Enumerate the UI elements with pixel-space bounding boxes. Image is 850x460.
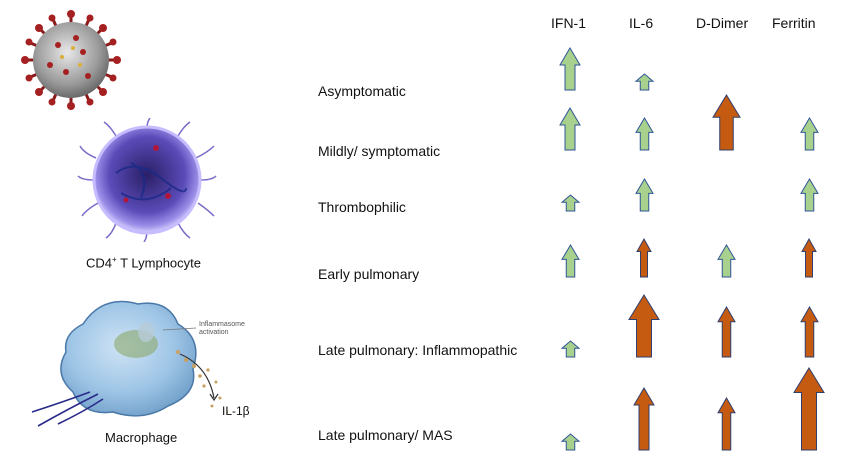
stage-label-asymptomatic: Asymptomatic bbox=[318, 83, 406, 99]
stage-label-thrombophilic: Thrombophilic bbox=[318, 199, 406, 215]
arrow-d-dimer-row-6-orange-up-icon bbox=[716, 396, 736, 451]
arrow-d-dimer-row-5-orange-up-icon bbox=[716, 305, 736, 358]
arrow-ifn1-row-6-green-up-icon bbox=[560, 433, 580, 451]
column-header-d-dimer: D-Dimer bbox=[696, 15, 749, 31]
lymphocyte-caption-superscript: + bbox=[112, 255, 117, 264]
stage-label-late-pulmonary-inflammopathic: Late pulmonary: Inflammopathic bbox=[318, 342, 518, 358]
arrow-il6-row-6-orange-up-icon bbox=[633, 387, 655, 451]
arrow-ferritin-row-4-orange-up-icon bbox=[801, 237, 817, 278]
arrow-ferritin-row-6-orange-up-icon bbox=[793, 367, 825, 451]
arrow-il6-row-2-green-up-icon bbox=[634, 117, 654, 151]
inflammasome-label: Inflammasome activation bbox=[199, 321, 245, 337]
lymphocyte-caption-rest: T Lymphocyte bbox=[116, 255, 201, 271]
stage-label-mildly-symptomatic: Mildly/ symptomatic bbox=[318, 143, 441, 159]
coronavirus-icon bbox=[21, 10, 121, 110]
arrow-ifn1-row-5-green-up-icon bbox=[560, 340, 580, 358]
arrow-il6-row-4-orange-up-icon bbox=[636, 237, 652, 278]
arrow-d-dimer-row-2-orange-up-icon bbox=[711, 94, 741, 151]
arrow-ferritin-row-3-green-up-icon bbox=[799, 178, 819, 212]
macrophage-icon bbox=[31, 300, 228, 427]
inflammasome-label-line2: activation bbox=[199, 329, 229, 336]
stage-label-early-pulmonary: Early pulmonary bbox=[318, 266, 420, 282]
arrow-d-dimer-row-4-green-up-icon bbox=[716, 244, 736, 278]
arrow-ifn1-row-4-green-up-icon bbox=[560, 244, 580, 278]
lymphocyte-caption-main: CD4 bbox=[86, 255, 113, 271]
lymphocyte-icon bbox=[77, 118, 217, 242]
arrow-ferritin-row-5-orange-up-icon bbox=[799, 305, 819, 358]
inflammasome-label-line1: Inflammasome bbox=[199, 321, 245, 328]
arrow-ifn1-row-1-green-up-icon bbox=[559, 47, 581, 91]
il1b-label: IL-1β bbox=[222, 404, 250, 418]
arrow-il6-row-5-orange-up-icon bbox=[628, 294, 660, 358]
column-header-il6: IL-6 bbox=[629, 15, 654, 31]
arrow-ferritin-row-2-green-up-icon bbox=[799, 117, 819, 151]
stage-label-late-pulmonary-mas: Late pulmonary/ MAS bbox=[318, 427, 453, 443]
lymphocyte-caption: CD4+ T Lymphocyte bbox=[86, 255, 201, 270]
arrow-ifn1-row-3-green-up-icon bbox=[560, 194, 580, 212]
arrow-il6-row-3-green-up-icon bbox=[634, 178, 654, 212]
column-header-ifn1: IFN-1 bbox=[551, 15, 586, 31]
column-header-ferritin: Ferritin bbox=[772, 15, 816, 31]
arrow-ifn1-row-2-green-up-icon bbox=[559, 107, 581, 151]
macrophage-caption: Macrophage bbox=[105, 430, 178, 445]
arrow-il6-row-1-green-up-icon bbox=[634, 73, 654, 91]
